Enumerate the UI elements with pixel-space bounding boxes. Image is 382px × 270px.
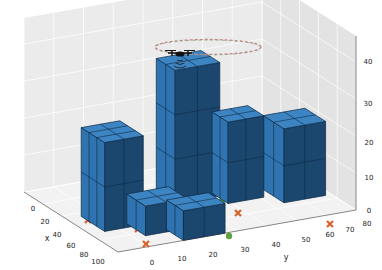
flight-ring: [155, 40, 261, 55]
axis-label: y: [284, 254, 289, 262]
voxel-edge: [105, 180, 144, 187]
tick-label: 0: [150, 260, 154, 267]
tick-label: 100: [91, 259, 104, 266]
cross-marker: [235, 210, 241, 216]
voxel-edge: [228, 156, 264, 162]
voxel-edge: [263, 153, 284, 166]
tick-label: 0: [367, 208, 371, 215]
tick-label: 80: [80, 252, 89, 259]
tick-label: 20: [41, 219, 50, 226]
building-block: [263, 108, 325, 203]
tick-label: 10: [365, 175, 374, 182]
cross-marker: [327, 221, 333, 227]
drone-rotors: [165, 50, 195, 51]
tick-label: 0: [31, 206, 35, 213]
voxel-edge: [156, 147, 175, 159]
cross-marker: [143, 241, 149, 247]
drone-body: [176, 51, 185, 56]
side-pane: [262, 0, 356, 210]
tick-label: 40: [364, 59, 373, 66]
block-side: [81, 128, 105, 232]
axis-label: x: [45, 235, 50, 243]
voxel-edge: [204, 207, 205, 237]
tick-label: 80: [363, 221, 372, 228]
voxel-edge: [165, 64, 166, 197]
voxel-edge: [212, 153, 228, 163]
building-block: [212, 106, 264, 204]
grid-line: [24, 2, 262, 44]
voxel-edge: [174, 205, 175, 235]
axis-lines: [24, 36, 356, 252]
block-front: [284, 121, 326, 202]
grid-lines: [24, 0, 356, 252]
signal-waves: [174, 60, 186, 68]
voxel-edge: [81, 172, 105, 187]
circle-marker: [226, 233, 232, 239]
grid-line: [262, 2, 356, 62]
voxel-edge: [101, 124, 125, 139]
tick-label: 20: [365, 140, 374, 147]
building-block: [156, 51, 220, 204]
tick-label: 60: [326, 232, 335, 239]
voxel-edge: [197, 66, 198, 199]
drone-arms: [168, 51, 192, 56]
voxel-edge: [156, 103, 175, 115]
buildings: [81, 51, 325, 241]
axis-line: [356, 36, 357, 210]
block-top: [263, 108, 325, 129]
block-side: [156, 58, 175, 203]
tick-label: 10: [178, 256, 187, 263]
tick-label: 40: [272, 242, 281, 249]
voxel-edge: [187, 196, 204, 207]
building-block: [167, 193, 226, 241]
flight-ring: [155, 40, 261, 55]
tick-label: 60: [67, 243, 76, 250]
grid-line: [262, 39, 356, 99]
block-side: [263, 116, 284, 203]
block-side: [212, 112, 228, 204]
voxel-edge: [148, 190, 167, 202]
block-front: [228, 116, 264, 204]
drone: [155, 40, 261, 69]
voxel-edge: [284, 112, 305, 125]
tick-label: 30: [364, 101, 373, 108]
block-top: [81, 121, 143, 143]
voxel-edge: [136, 200, 137, 230]
tick-label: 70: [346, 227, 355, 234]
tick-label: 40: [53, 232, 62, 239]
tick-label: 20: [209, 252, 218, 259]
voxel-edge: [230, 109, 246, 119]
grid-line: [24, 39, 262, 81]
tick-label: 50: [302, 237, 311, 244]
voxel-edge: [284, 158, 326, 165]
tick-label: 30: [241, 247, 250, 254]
